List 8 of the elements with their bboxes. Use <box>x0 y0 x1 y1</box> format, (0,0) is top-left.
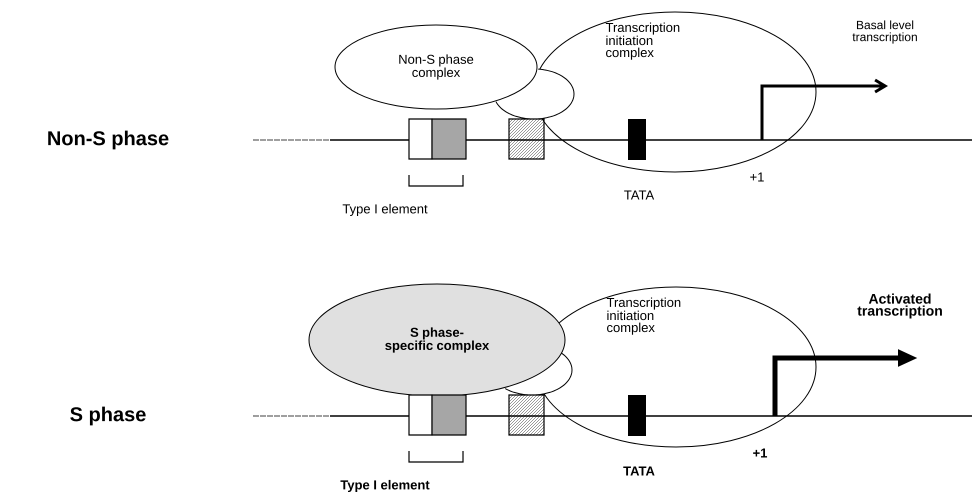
tata-label: TATA <box>623 466 655 476</box>
tata-label: TATA <box>624 190 654 200</box>
element-label: Type I element <box>342 204 428 216</box>
phase-label: S phase <box>70 406 146 426</box>
transcription-label: Basal level transcription <box>852 20 917 44</box>
phase-label: Non-S phase <box>48 130 168 150</box>
element-label: Type I element <box>340 480 430 492</box>
transcription-label: Activated transcription <box>857 293 942 319</box>
